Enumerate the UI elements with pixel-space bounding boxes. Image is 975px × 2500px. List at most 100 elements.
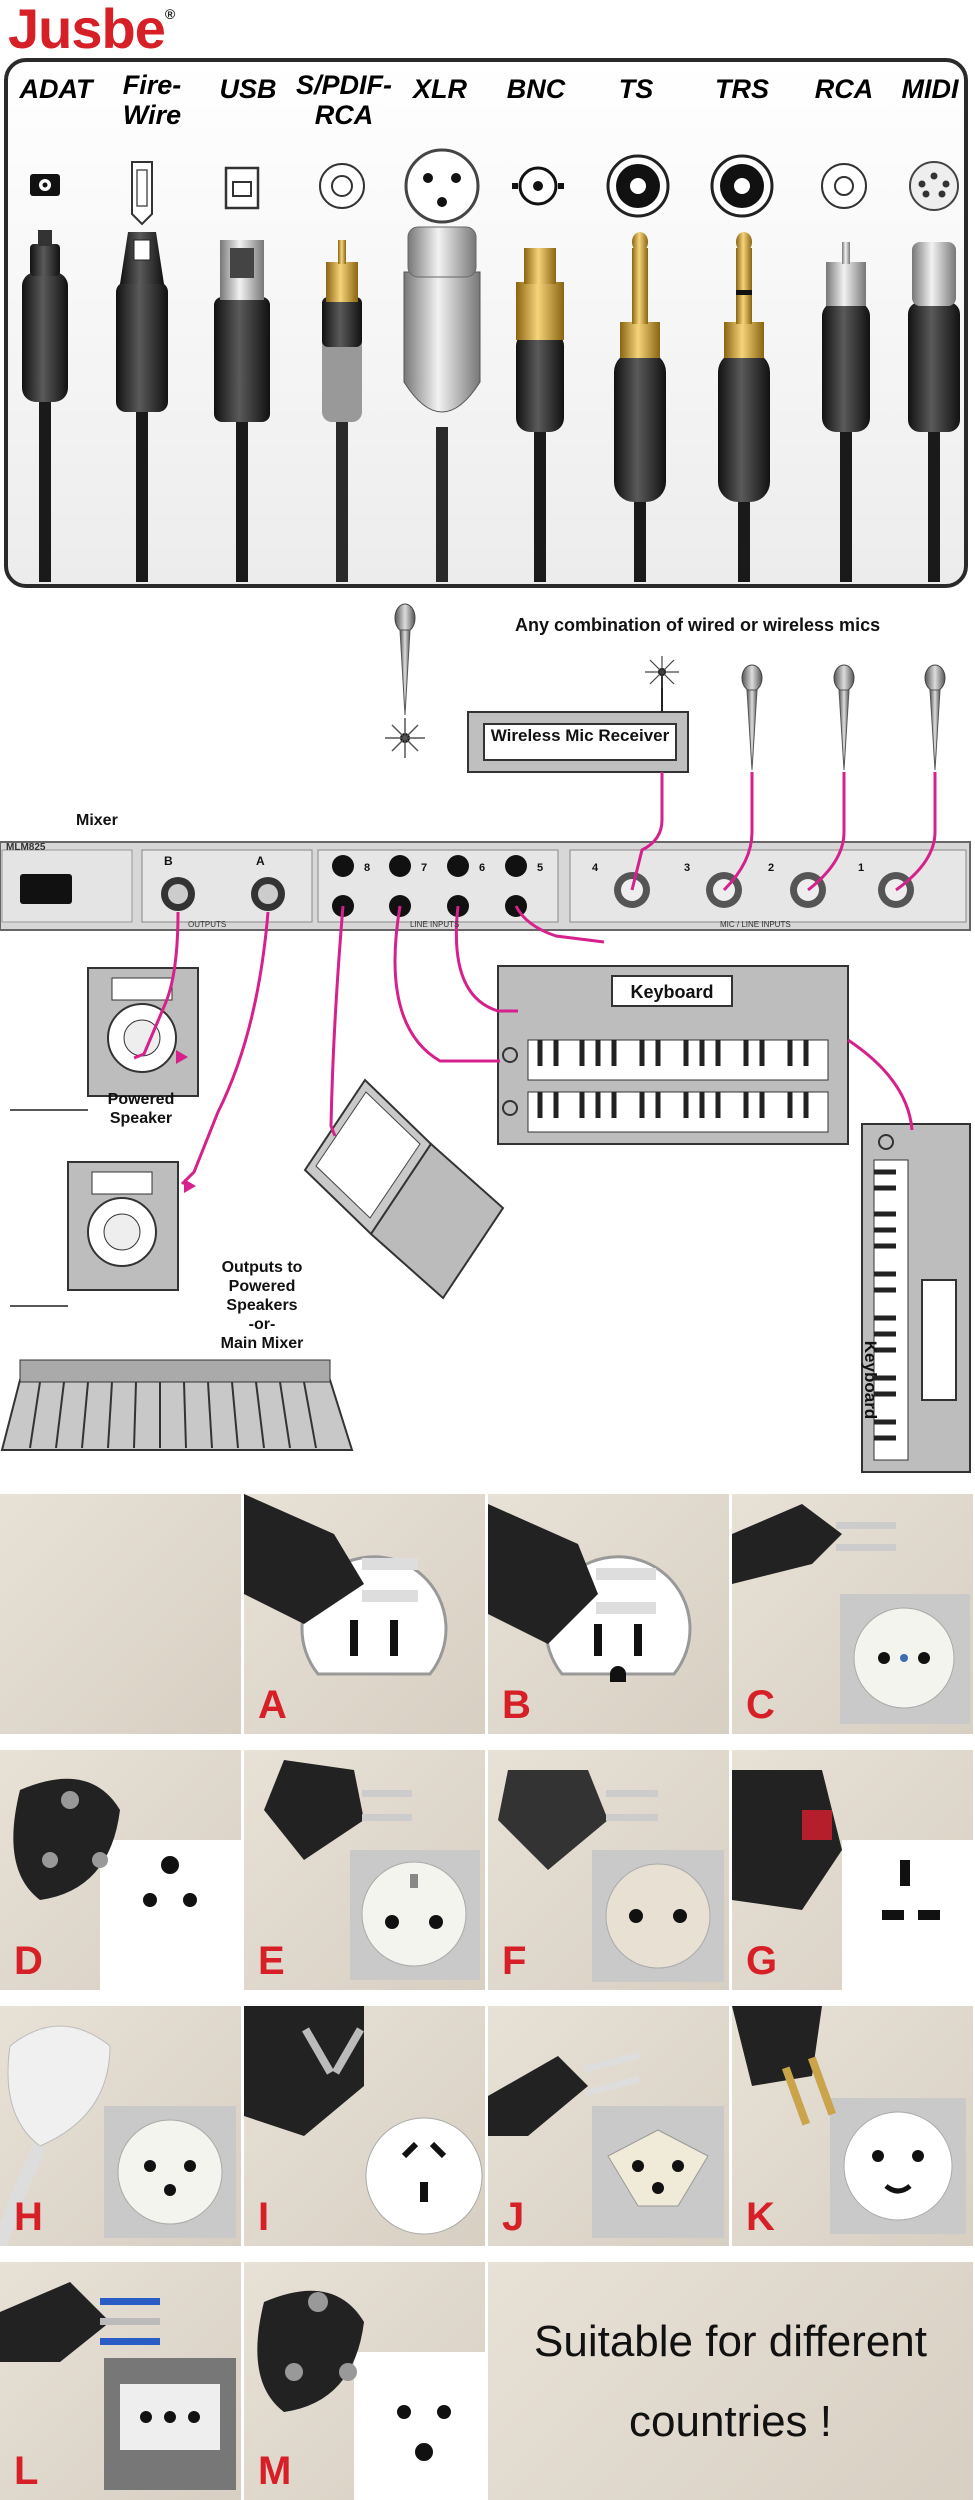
trs-socket-icon (710, 154, 774, 218)
connector-illustrations (22, 148, 960, 582)
mixer-rack (0, 841, 971, 931)
plug-letter-l: L (14, 2449, 39, 2493)
mic-channel-2: 2 (768, 862, 775, 874)
cable-lines (133, 772, 937, 1186)
trs-plug-icon (718, 232, 770, 582)
plug-letter-a: A (258, 1683, 287, 1727)
plug-k-icon (732, 2006, 966, 2234)
wireless-mic-icon-1 (741, 664, 763, 771)
usb-socket-icon (224, 166, 260, 210)
keyboard-main-icon (497, 965, 849, 1145)
plug-letter-i: I (258, 2195, 270, 2239)
plug-h-icon (0, 2025, 236, 2246)
connector-label-firewire: Fire- Wire (122, 70, 182, 130)
keyboard-label: Keyboard (630, 982, 714, 1002)
plug-f-icon (498, 1770, 724, 1982)
connector-label-xlr: XLR (413, 74, 467, 104)
suitable-text: Suitable for different countries ! (534, 2317, 927, 2446)
midi-plug-icon (908, 242, 960, 582)
plug-panel-j: J (488, 2006, 729, 2246)
powered-speaker-top-icon (10, 967, 199, 1111)
plug-panel-e: E (244, 1750, 485, 1990)
plug-letter-e: E (258, 1939, 285, 1983)
audio-connection-diagram (0, 603, 971, 1473)
connector-label-rca: RCA (814, 74, 874, 104)
wireless-receiver-icon (467, 656, 689, 773)
plug-letter-m: M (258, 2449, 292, 2493)
plug-j-icon (488, 2051, 724, 2238)
plug-panel-h: H (0, 2006, 241, 2246)
brand-logo: Jusbe® (8, 0, 175, 61)
connector-label-trs: TRS (715, 74, 769, 104)
mixer-model-label: MLM825 (6, 842, 46, 853)
bnc-plug-icon (516, 248, 564, 582)
laptop-icon (303, 1078, 505, 1300)
plug-b-icon (488, 1504, 692, 1682)
mic-channel-3: 3 (684, 862, 691, 874)
rca-plug-icon (822, 242, 870, 582)
connector-label-midi: MIDI (901, 74, 959, 104)
firewire-socket-icon (131, 161, 153, 226)
xlr-plug-icon (403, 226, 481, 582)
firewire-plug-icon (116, 232, 168, 582)
plug-panel-blank (0, 1494, 241, 1734)
registered-mark: ® (164, 6, 175, 22)
plug-letter-g: G (746, 1939, 778, 1983)
plug-panel-d: D (0, 1750, 241, 1990)
plug-panel-f: F (488, 1750, 729, 1990)
spdif-plug-icon (322, 240, 362, 582)
connector-label-usb: USB (219, 74, 277, 104)
suitable-panel: Suitable for different countries ! (488, 2262, 973, 2500)
xlr-socket-icon (404, 148, 480, 224)
plug-panel-l: L (0, 2262, 241, 2500)
plug-letter-b: B (502, 1683, 531, 1727)
plug-i-icon (244, 2006, 483, 2235)
mic-channel-1: 1 (858, 862, 865, 874)
connector-label-ts: TS (618, 74, 654, 104)
wireless-mic-icon-2 (833, 664, 855, 771)
connector-label-spdif-rca: S/PDIF- RCA (295, 70, 392, 130)
ts-socket-icon (606, 154, 670, 218)
brand-name: Jusbe (8, 0, 166, 60)
plug-letter-h: H (14, 2195, 43, 2239)
wireless-mic-icon-3 (924, 664, 946, 771)
main-mixer-console-icon (0, 1359, 354, 1451)
plug-a-icon (244, 1494, 448, 1676)
powered-speaker-bottom-icon (10, 1161, 179, 1307)
plug-g-icon (732, 1770, 973, 1990)
usb-plug-icon (214, 240, 270, 582)
line-channel-8: 8 (364, 862, 371, 874)
plug-letter-c: C (746, 1683, 775, 1727)
output-channel-b: B (164, 854, 173, 868)
plug-letter-j: J (502, 2195, 525, 2239)
mic-channel-4: 4 (592, 862, 599, 874)
ts-plug-icon (614, 232, 666, 582)
spdif-socket-icon (319, 163, 365, 209)
mixer-label: Mixer (76, 812, 118, 829)
plug-e-icon (264, 1760, 480, 1980)
rca-socket-icon (821, 163, 867, 209)
plug-panel-i: I (244, 2006, 485, 2246)
outputs-caption: Outputs to Powered Speakers -or- Main Mi… (220, 1259, 304, 1352)
plug-c-icon (732, 1504, 970, 1724)
plug-panel-a: A (244, 1494, 485, 1734)
line-inputs-label: LINE INPUTS (410, 920, 460, 929)
wireless-receiver-label: Wireless Mic Receiver (490, 726, 670, 745)
adat-socket-icon (30, 174, 60, 196)
output-channel-a: A (256, 854, 265, 868)
plug-panel-c: C (732, 1494, 973, 1734)
outputs-label: OUTPUTS (188, 920, 227, 929)
plug-panel-k: K (732, 2006, 973, 2246)
keyboard-vertical-icon (861, 1123, 971, 1473)
plug-d-icon (13, 1778, 241, 1990)
plug-letter-f: F (502, 1939, 527, 1983)
adat-plug-icon (22, 230, 68, 582)
connector-label-bnc: BNC (506, 74, 566, 104)
plug-letter-d: D (14, 1939, 43, 1983)
line-channel-5: 5 (537, 862, 544, 874)
wired-mic-icon (385, 603, 425, 758)
mic-line-inputs-label: MIC / LINE INPUTS (720, 920, 791, 929)
plug-panel-g: G (732, 1750, 973, 1990)
plug-panel-m: M (244, 2262, 485, 2500)
keyboard-vertical-label: Keyboard (861, 1340, 880, 1420)
